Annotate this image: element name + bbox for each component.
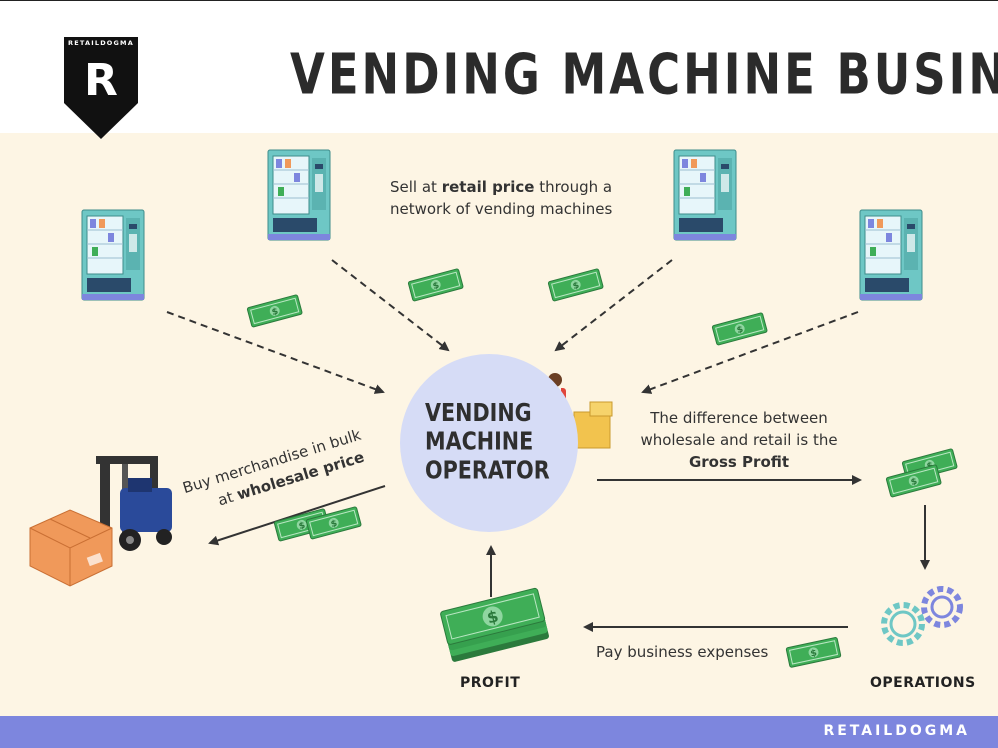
profit-label: PROFIT [460,675,521,691]
money-icon [246,294,303,328]
operator-label-line: MACHINE [425,427,534,457]
vending-machine-icon [673,149,737,241]
logo-wordmark: RETAILDOGMA [68,39,134,47]
operator-circle [400,354,578,532]
money-icon [547,268,604,302]
svg-text:$: $ [485,606,500,627]
operator-label: VENDING MACHINE OPERATOR [425,399,565,485]
page-title: VENDING MACHINE BUSINESS [290,42,998,107]
forklift-icon [86,456,172,551]
sell-text: Sell at retail price through a network o… [390,178,613,218]
gears-icon [881,586,963,646]
header [0,0,998,133]
money-icon [407,268,464,302]
flow-arrow [208,485,386,546]
operator-label-line: OPERATOR [425,456,550,485]
flow-arrow [554,259,673,352]
logo-shield-icon [64,37,138,139]
operator-label-line: VENDING [425,399,532,428]
flow-arrow [331,259,450,352]
flow-arrow [641,311,859,394]
footer-brand: RETAILDOGMA [823,723,970,739]
money-icon [711,312,768,346]
footer-bar: RETAILDOGMA [0,716,998,748]
logo-letter: R [84,55,118,106]
expenses-text: Pay business expenses [596,643,769,661]
flow-arrow [166,311,385,394]
money-stack-icon: $ [440,587,549,662]
box-icon [29,509,113,587]
gross-profit-text: The difference between wholesale and ret… [640,409,838,471]
vending-machine-icon [267,149,331,241]
vending-machine-icon [81,209,145,301]
operations-label: OPERATIONS [870,675,976,691]
vending-machine-icon [859,209,923,301]
